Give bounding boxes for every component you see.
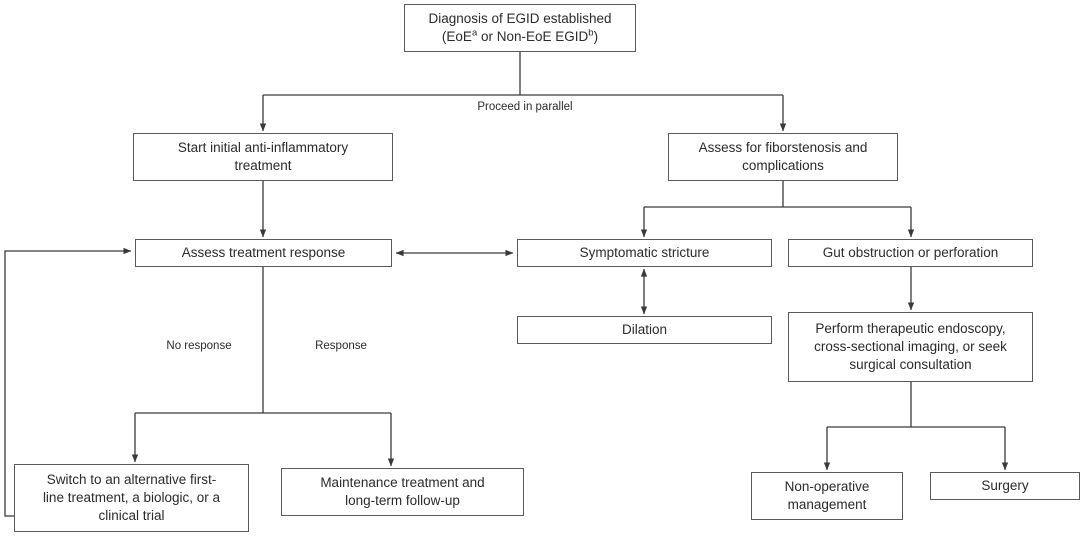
diagnosis-line2-part3: ): [593, 29, 599, 44]
edge-label-proceed-in-parallel: Proceed in parallel: [456, 100, 594, 114]
diagnosis-line1: Diagnosis of EGID established: [428, 11, 612, 26]
node-assess-fibrostenosis-label: Assess for fiborstenosis and complicatio…: [698, 140, 868, 173]
node-perform-therapeutic-endoscopy-label: Perform therapeutic endoscopy, cross-sec…: [814, 321, 1007, 372]
node-dilation-label: Dilation: [621, 322, 668, 337]
node-gut-obstruction: Gut obstruction or perforation: [788, 239, 1033, 267]
diagnosis-superscript-b: b: [588, 27, 594, 39]
node-symptomatic-stricture: Symptomatic stricture: [517, 239, 772, 267]
node-non-operative-management: Non-operative management: [751, 472, 903, 520]
node-non-operative-management-label: Non-operative management: [784, 479, 870, 512]
node-perform-therapeutic-endoscopy: Perform therapeutic endoscopy, cross-sec…: [788, 312, 1033, 382]
node-maintenance-treatment-label: Maintenance treatment and long-term foll…: [320, 475, 485, 508]
node-surgery-label: Surgery: [981, 478, 1029, 493]
node-assess-treatment-response-label: Assess treatment response: [181, 245, 346, 260]
node-switch-alternative: Switch to an alternative first- line tre…: [14, 464, 249, 532]
diagnosis-line2-part2: or Non-EoE EGID: [477, 29, 589, 44]
node-assess-fibrostenosis: Assess for fiborstenosis and complicatio…: [668, 133, 898, 181]
node-gut-obstruction-label: Gut obstruction or perforation: [822, 245, 999, 260]
node-start-anti-inflammatory: Start initial anti-inflammatory treatmen…: [133, 133, 393, 181]
node-symptomatic-stricture-label: Symptomatic stricture: [579, 245, 710, 260]
edge-label-no-response: No response: [150, 339, 248, 353]
node-dilation: Dilation: [517, 316, 772, 344]
node-assess-treatment-response: Assess treatment response: [135, 239, 392, 267]
node-diagnosis: Diagnosis of EGID established (EoEa or No…: [404, 4, 636, 52]
node-maintenance-treatment: Maintenance treatment and long-term foll…: [281, 468, 524, 516]
node-switch-alternative-label: Switch to an alternative first- line tre…: [42, 472, 221, 523]
diagnosis-superscript-a: a: [471, 27, 478, 39]
diagnosis-line2-part1: (EoE: [441, 29, 472, 44]
node-surgery: Surgery: [930, 472, 1080, 500]
edge-label-response: Response: [297, 339, 385, 353]
node-diagnosis-label: Diagnosis of EGID established (EoEa or No…: [411, 10, 629, 46]
node-start-anti-inflammatory-label: Start initial anti-inflammatory treatmen…: [177, 140, 349, 173]
